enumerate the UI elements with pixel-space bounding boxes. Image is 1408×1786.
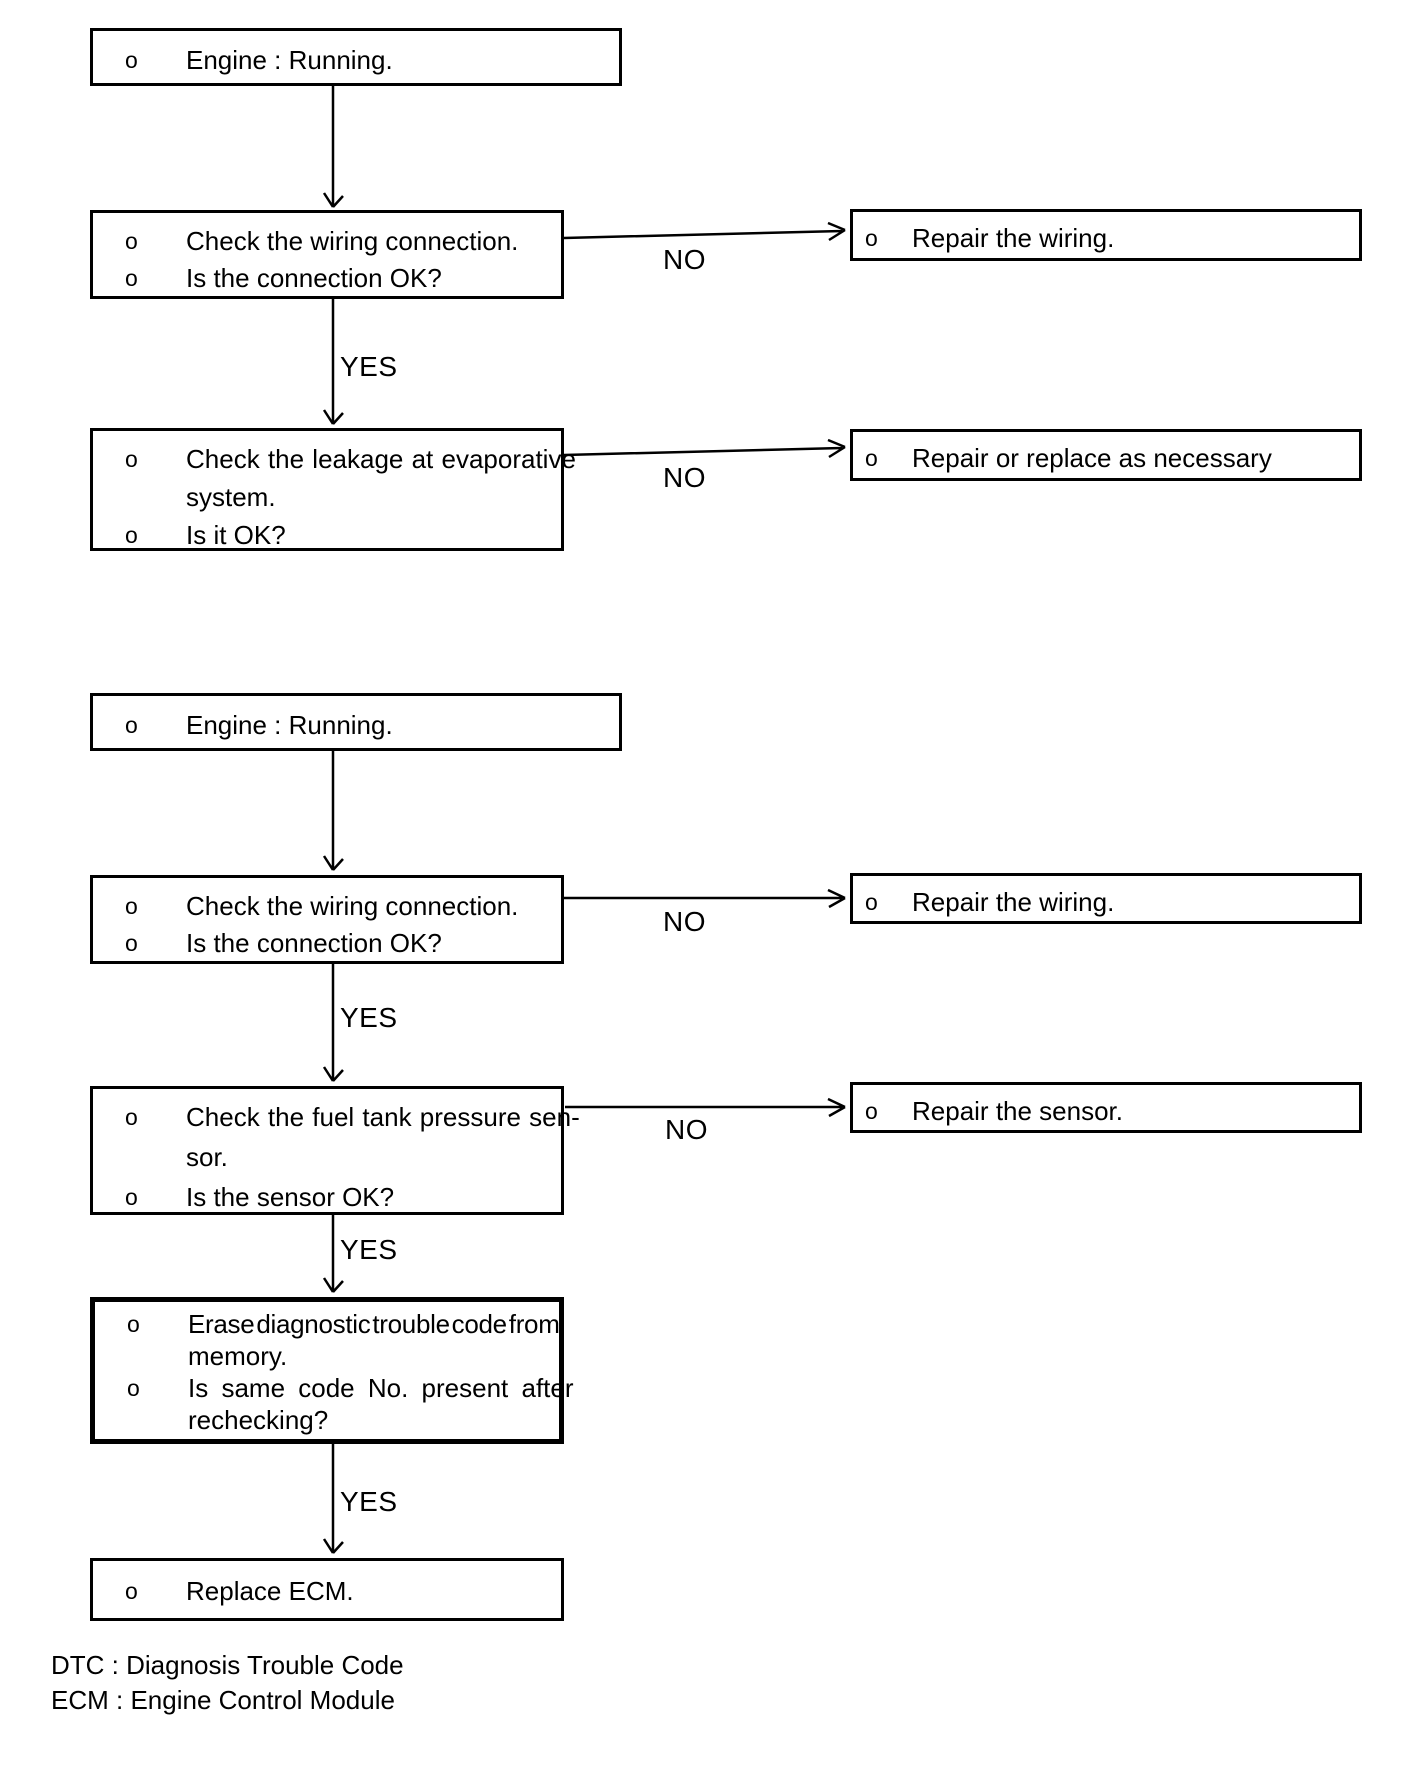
node-line: Is it OK? — [186, 520, 286, 550]
arrow-no-checkwiring2-to-repairwiring2 — [564, 888, 846, 909]
edge-label-no-1: NO — [663, 244, 706, 275]
bullet-icon: o — [125, 1104, 138, 1130]
node-repair-sensor: o Repair the sensor. — [850, 1082, 1362, 1133]
node-engine-running-1: o Engine : Running. — [90, 28, 622, 86]
node-line: Check the leakage at evaporative — [186, 444, 576, 474]
legend-line-dtc: DTC : Diagnosis Trouble Code — [51, 1650, 404, 1680]
bullet-icon: o — [125, 893, 138, 919]
node-check-fuel-tank-sensor: o Check the fuel tank pressure sen- sor.… — [90, 1086, 580, 1215]
edge-label-no-4: NO — [665, 1114, 708, 1145]
node-line: Is the sensor OK? — [186, 1182, 395, 1212]
edge-label-yes-2: YES — [340, 1002, 398, 1033]
node-line: memory. — [188, 1341, 288, 1371]
node-check-leakage: o Check the leakage at evaporative syste… — [90, 428, 576, 551]
node-line: Is the connection OK? — [186, 263, 442, 293]
bullet-icon: o — [127, 1311, 140, 1337]
edge-label-no-2: NO — [663, 462, 706, 493]
bullet-icon: o — [125, 265, 138, 291]
node-line: Repair the wiring. — [912, 223, 1115, 253]
node-line: Repair or replace as necessary — [912, 443, 1272, 473]
bullet-icon: o — [865, 889, 878, 915]
node-repair-wiring-2: o Repair the wiring. — [850, 873, 1362, 924]
bullet-icon: o — [125, 712, 138, 738]
arrow-no-checkwiring1-to-repairwiring1 — [563, 221, 846, 242]
node-line: Is same code No. present after — [188, 1373, 574, 1403]
node-line: Check the wiring connection. — [186, 226, 519, 256]
edge-label-yes-3: YES — [340, 1234, 398, 1265]
bullet-icon: o — [865, 225, 878, 251]
node-line: Check the wiring connection. — [186, 891, 519, 921]
legend: DTC : Diagnosis Trouble Code ECM : Engin… — [51, 1648, 404, 1718]
bullet-icon: o — [125, 930, 138, 956]
arrow-start2-to-checkwiring2 — [322, 751, 344, 871]
edge-label-no-3: NO — [663, 906, 706, 937]
node-check-wiring-1: o Check the wiring connection. o Is the … — [90, 210, 564, 299]
bullet-icon: o — [125, 228, 138, 254]
bullet-icon: o — [125, 1184, 138, 1210]
node-erase-dtc: o Erase diagnostic trouble code from mem… — [90, 1297, 574, 1444]
node-line: Repair the wiring. — [912, 887, 1115, 917]
node-line: Engine : Running. — [186, 45, 393, 75]
bullet-icon: o — [127, 1375, 140, 1401]
node-engine-running-2: o Engine : Running. — [90, 693, 622, 751]
bullet-icon: o — [865, 1098, 878, 1124]
node-line: Repair the sensor. — [912, 1096, 1124, 1126]
node-line: Erase diagnostic trouble code from — [188, 1309, 560, 1339]
bullet-icon: o — [125, 522, 138, 548]
node-repair-wiring-1: o Repair the wiring. — [850, 209, 1362, 261]
node-repair-or-replace: o Repair or replace as necessary — [850, 429, 1362, 481]
node-line: rechecking? — [188, 1405, 329, 1435]
node-line: sor. — [186, 1142, 228, 1172]
bullet-icon: o — [125, 47, 138, 73]
node-line: Check the fuel tank pressure sen- — [186, 1102, 580, 1132]
bullet-icon: o — [865, 445, 878, 471]
node-line: Engine : Running. — [186, 710, 393, 740]
node-replace-ecm: o Replace ECM. — [90, 1558, 564, 1621]
bullet-icon: o — [125, 446, 138, 472]
node-line: Replace ECM. — [186, 1576, 354, 1606]
node-line: Is the connection OK? — [186, 928, 442, 958]
bullet-icon: o — [125, 1578, 138, 1604]
edge-label-yes-1: YES — [340, 351, 398, 382]
node-check-wiring-2: o Check the wiring connection. o Is the … — [90, 875, 564, 964]
arrow-no-checkleakage-to-repairreplace — [563, 438, 846, 459]
edge-label-yes-4: YES — [340, 1486, 398, 1517]
legend-line-ecm: ECM : Engine Control Module — [51, 1685, 395, 1715]
arrow-start1-to-checkwiring1 — [322, 86, 344, 208]
node-line: system. — [186, 482, 276, 512]
